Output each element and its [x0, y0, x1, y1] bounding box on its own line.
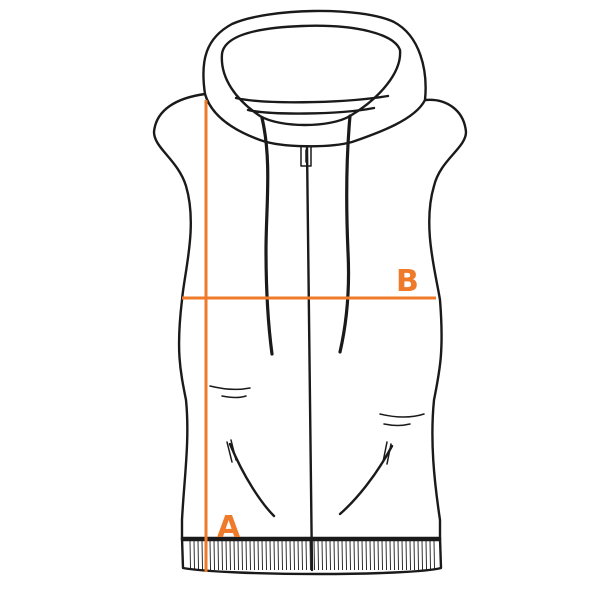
hood-rim-front — [234, 94, 390, 104]
hem-rib-line — [373, 540, 375, 571]
hem-rib-line — [193, 540, 195, 571]
pocket-left-zip-pull — [226, 439, 237, 463]
hem-rib-line — [237, 540, 239, 571]
pocket-right — [338, 444, 394, 516]
hem-rib-line — [369, 540, 371, 571]
hem-rib-line — [421, 540, 423, 571]
hem-rib-line — [261, 540, 263, 571]
hem-rib-line — [233, 540, 235, 571]
hem-rib-line — [365, 540, 367, 571]
hem-rib-line — [361, 540, 363, 571]
hem-rib-line — [277, 540, 279, 571]
hem-rib-line — [209, 540, 211, 571]
hem-rib-line — [217, 540, 219, 571]
hem-rib-line — [401, 540, 403, 571]
hem-rib-line — [405, 540, 407, 571]
hood-rim-inner — [246, 106, 376, 115]
hem-rib-line — [269, 540, 271, 571]
pocket-right-zip-pull — [382, 441, 392, 465]
hem-rib-line — [389, 540, 391, 571]
hem-rib-line — [357, 540, 359, 571]
hem-rib-line — [345, 540, 347, 571]
hem-rib-line — [281, 540, 283, 571]
hem-rib-line — [257, 540, 259, 571]
hem-rib-line — [229, 540, 231, 571]
hem-rib-line — [333, 540, 335, 571]
hem-rib-line — [413, 540, 415, 571]
fold-mark-left-1 — [209, 385, 251, 391]
fold-mark-right-1 — [379, 413, 425, 418]
hem-rib-band — [180, 536, 443, 576]
hem-rib-line — [309, 540, 311, 571]
hem-rib-line — [349, 540, 351, 571]
fold-mark-left-2 — [221, 395, 247, 399]
hem-rib-line — [429, 540, 431, 571]
hem-rib-line — [325, 540, 327, 571]
hem-rib-line — [341, 540, 343, 571]
hem-rib-line — [417, 540, 419, 571]
hem-rib-line — [317, 540, 319, 571]
hood-outline — [202, 9, 427, 148]
hem-rib-line — [393, 540, 395, 571]
hem-rib-line — [425, 540, 427, 571]
hem-rib-line — [337, 540, 339, 571]
hem-rib-line — [305, 540, 307, 571]
drawstring-right — [338, 114, 352, 354]
hem-rib-line — [297, 540, 299, 571]
hem-rib-line — [197, 540, 199, 571]
width-label: B — [396, 264, 419, 299]
hem-rib-line — [241, 540, 243, 571]
hem-rib-line — [201, 540, 203, 571]
zipper-pull — [300, 145, 312, 167]
pocket-left — [228, 442, 276, 518]
hem-rib-line — [313, 540, 315, 571]
hem-rib-line — [385, 540, 387, 571]
hem-rib-line — [433, 540, 435, 571]
hem-rib-line — [381, 540, 383, 571]
hem-rib-line — [221, 540, 223, 571]
hem-rib-line — [321, 540, 323, 571]
length-label: A — [217, 510, 241, 545]
hem-rib-line — [329, 540, 331, 571]
hem-rib-line — [253, 540, 255, 571]
drawstring-left — [260, 116, 274, 356]
hem-rib-line — [289, 540, 291, 571]
hood-inner-opening — [220, 24, 402, 127]
hem-rib-line — [273, 540, 275, 571]
hem-rib-line — [265, 540, 267, 571]
hem-rib-line — [285, 540, 287, 571]
hem-rib-line — [377, 540, 379, 571]
hem-rib-line — [301, 540, 303, 571]
hem-rib-line — [249, 540, 251, 571]
fold-mark-right-2 — [383, 423, 411, 427]
zipper-line — [305, 146, 314, 572]
hem-rib-line — [225, 540, 227, 571]
hem-rib-line — [189, 540, 191, 571]
hem-rib-line — [409, 540, 411, 571]
hem-rib-line — [397, 540, 399, 571]
hem-rib-line — [293, 540, 295, 571]
hem-rib-lines — [189, 540, 435, 571]
hem-rib-line — [245, 540, 247, 571]
hem-rib-line — [353, 540, 355, 571]
hem-rib-line — [213, 540, 215, 571]
